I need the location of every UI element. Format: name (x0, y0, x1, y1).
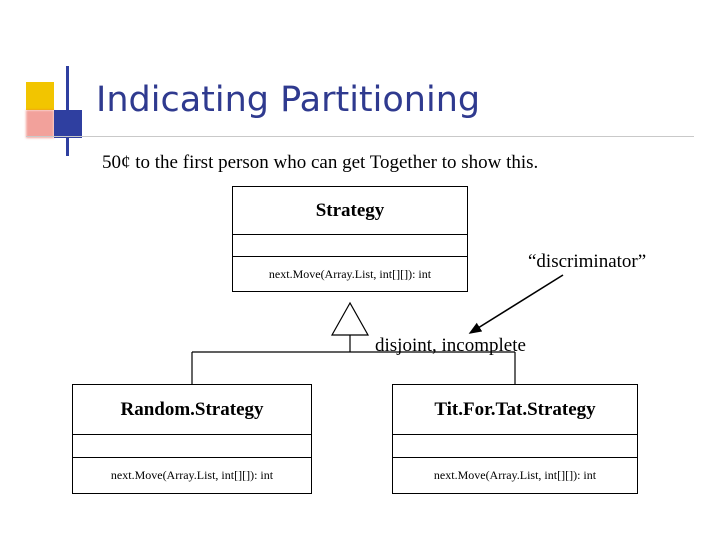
title-divider (26, 136, 694, 137)
generalization-arrowhead (330, 301, 370, 336)
uml-class-strategy-operations: next.Move(Array.List, int[][]): int (233, 256, 467, 291)
uml-class-random-strategy-operations: next.Move(Array.List, int[][]): int (73, 457, 311, 493)
uml-class-random-strategy-attributes (73, 434, 311, 457)
uml-class-strategy-name: Strategy (315, 199, 385, 221)
slide-subtitle: 50¢ to the first person who can get Toge… (102, 152, 539, 173)
uml-class-random-strategy-name: Random.Strategy (120, 398, 264, 420)
uml-class-titfortat-strategy-name: Tit.For.Tat.Strategy (434, 398, 596, 420)
uml-class-strategy: Strategy next.Move(Array.List, int[][]):… (232, 186, 468, 292)
decoration-red-square (26, 110, 54, 138)
decoration-vertical-line (66, 66, 69, 156)
uml-class-titfortat-strategy: Tit.For.Tat.Strategy next.Move(Array.Lis… (392, 384, 638, 494)
page-title: Indicating Partitioning (96, 80, 481, 120)
discriminator-arrow (468, 274, 564, 334)
annotation-constraint: disjoint, incomplete (375, 335, 526, 356)
decoration-blue-square (54, 110, 82, 138)
uml-class-random-strategy: Random.Strategy next.Move(Array.List, in… (72, 384, 312, 494)
uml-class-titfortat-strategy-attributes (393, 434, 637, 457)
annotation-discriminator: “discriminator” (528, 251, 647, 272)
decoration-yellow-square (26, 82, 54, 110)
uml-class-titfortat-strategy-operations: next.Move(Array.List, int[][]): int (393, 457, 637, 493)
uml-class-strategy-attributes (233, 234, 467, 256)
